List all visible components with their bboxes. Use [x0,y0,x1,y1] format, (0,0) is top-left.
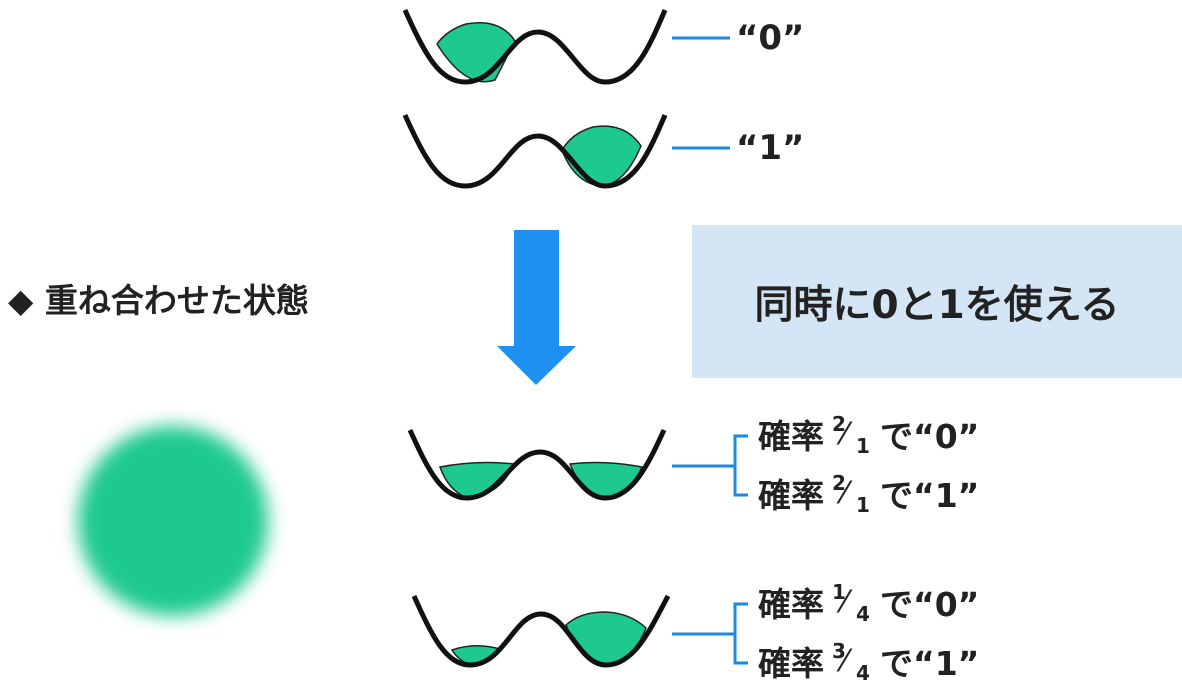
banner: 同時に0と1を使える [692,225,1182,378]
fraction: 1⁄4 [832,580,870,626]
double-well-one-state [402,113,730,189]
one-state-label: “1” [736,128,805,168]
double-well-equal-superposition [407,428,748,501]
fraction: 3⁄4 [832,639,870,685]
fraction: 2⁄1 [832,412,870,458]
qubit-superposition-blob [78,426,268,616]
banner-text: 同時に0と1を使える [754,282,1120,328]
fraction: 2⁄1 [832,471,870,517]
zero-state-label: “0” [736,18,805,58]
down-arrow-icon [497,230,576,385]
double-well-zero-state [402,8,730,85]
double-well-unequal-superposition [411,594,748,668]
superposition-heading: ◆ 重ね合わせた状態 [8,281,309,320]
